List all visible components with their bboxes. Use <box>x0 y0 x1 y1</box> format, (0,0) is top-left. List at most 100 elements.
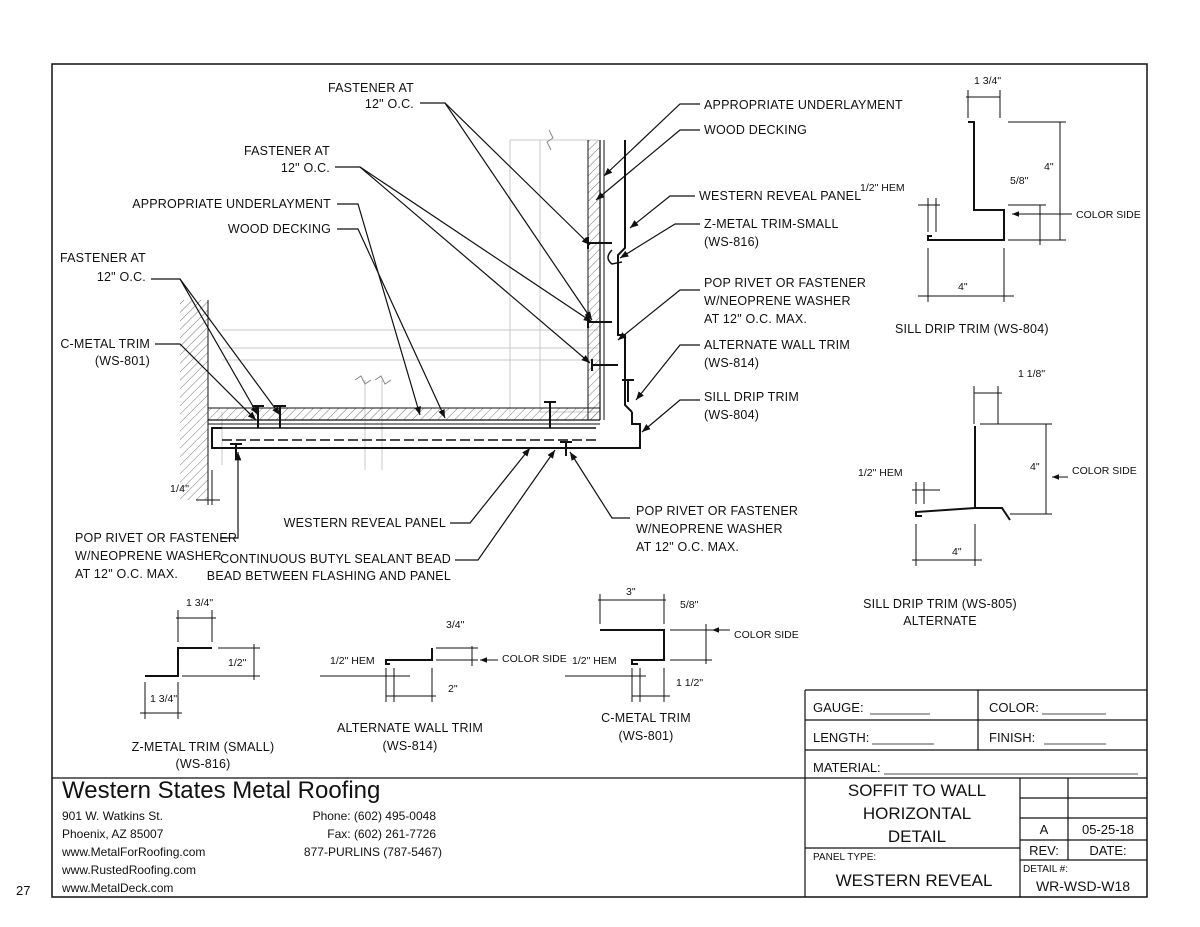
detail-c-metal-801: 3" 5/8" 1/2" HEM COLOR SIDE 1 1/2" C-MET… <box>565 586 799 743</box>
company-address-2: Phoenix, AZ 85007 <box>62 827 164 841</box>
sill-805-color-side: COLOR SIDE <box>1072 465 1137 477</box>
callout-fastener-top-1b: 12" O.C. <box>365 97 414 111</box>
company-info: Western States Metal Roofing 901 W. Watk… <box>61 777 442 895</box>
callout-pop-rivet-bottom-c: AT 12" O.C. MAX. <box>636 540 739 554</box>
wall-814-title-b: (WS-814) <box>382 739 437 753</box>
sill-804-color-side: COLOR SIDE <box>1076 209 1141 221</box>
title-block-text: GAUGE: COLOR: LENGTH: FINISH: MATERIAL: … <box>813 700 1134 894</box>
title-block <box>52 689 1147 897</box>
date-label: DATE: <box>1089 843 1126 858</box>
company-name: Western States Metal Roofing <box>62 777 380 804</box>
page-number: 27 <box>16 883 30 898</box>
detail-sill-drip-805: 1 1/8" 1/2" HEM COLOR SIDE 4" 4" SILL DR… <box>858 368 1137 628</box>
c-801-hem: 1/2" HEM <box>572 655 617 667</box>
callout-pop-rivet-bottom: POP RIVET OR FASTENER <box>636 504 798 518</box>
z-816-top-dim: 1 3/4" <box>186 597 213 609</box>
company-phone: Phone: (602) 495-0048 <box>313 809 437 823</box>
sill-804-height-dim: 4" <box>1044 161 1054 173</box>
sill-805-top-dim: 1 1/8" <box>1018 368 1045 380</box>
c-801-bottom-dim: 1 1/2" <box>676 677 703 689</box>
callout-wood-decking-left: WOOD DECKING <box>228 222 331 236</box>
detail-alt-wall-814: 1/2" HEM COLOR SIDE 3/4" 2" ALTERNATE WA… <box>320 619 567 753</box>
length-label: LENGTH: <box>813 730 869 745</box>
company-web-3: www.MetalDeck.com <box>61 881 173 895</box>
c-801-title-b: (WS-801) <box>618 729 673 743</box>
callout-fastener-top-2: FASTENER AT <box>244 144 330 158</box>
callout-pop-rivet-upper: POP RIVET OR FASTENER <box>704 276 866 290</box>
finish-label: FINISH: <box>989 730 1035 745</box>
wall-814-color-side: COLOR SIDE <box>502 653 567 665</box>
sill-805-title-b: ALTERNATE <box>903 614 977 628</box>
callout-z-metal-trim: Z-METAL TRIM-SMALL <box>704 217 839 231</box>
sill-805-width-dim: 4" <box>952 546 962 558</box>
callout-z-metal-trim-b: (WS-816) <box>704 235 759 249</box>
wall-814-width-dim: 2" <box>448 683 458 695</box>
callout-sill-drip-trim: SILL DRIP TRIM <box>704 390 799 404</box>
company-purlins: 877-PURLINS (787-5467) <box>304 845 442 859</box>
wall-814-title: ALTERNATE WALL TRIM <box>337 721 483 735</box>
company-fax: Fax: (602) 261-7726 <box>327 827 436 841</box>
drawing-title-1: SOFFIT TO WALL <box>848 781 986 800</box>
panel-type-label: PANEL TYPE: <box>813 852 876 863</box>
callout-pop-rivet-upper-c: AT 12" O.C. MAX. <box>704 312 807 326</box>
sill-805-height-dim: 4" <box>1030 461 1040 473</box>
callout-reveal-panel-right: WESTERN REVEAL PANEL <box>699 189 861 203</box>
callout-fastener-top-2b: 12" O.C. <box>281 161 330 175</box>
callout-butyl-sealant: CONTINUOUS BUTYL SEALANT BEAD <box>220 552 451 566</box>
callout-pop-rivet-bottom-b: W/NEOPRENE WASHER <box>636 522 783 536</box>
rev-value: A <box>1040 822 1049 837</box>
callout-pop-rivet-upper-b: W/NEOPRENE WASHER <box>704 294 851 308</box>
sill-804-top-dim: 1 3/4" <box>974 75 1001 87</box>
callout-labels: FASTENER AT 12" O.C. FASTENER AT 12" O.C… <box>60 81 903 583</box>
callout-pop-rivet-left: POP RIVET OR FASTENER <box>75 531 237 545</box>
sill-804-title: SILL DRIP TRIM (WS-804) <box>895 322 1049 336</box>
c-801-right-dim: 5/8" <box>680 599 699 611</box>
callout-pop-rivet-left-b: W/NEOPRENE WASHER <box>75 549 222 563</box>
c-801-color-side: COLOR SIDE <box>734 629 799 641</box>
callout-pop-rivet-left-c: AT 12" O.C. MAX. <box>75 567 178 581</box>
rev-label: REV: <box>1029 843 1059 858</box>
callout-fastener-top-1: FASTENER AT <box>328 81 414 95</box>
panel-type-value: WESTERN REVEAL <box>836 871 993 890</box>
z-816-height-dim: 1/2" <box>228 657 247 669</box>
callout-underlayment-right: APPROPRIATE UNDERLAYMENT <box>704 98 903 112</box>
callout-butyl-sealant-b: BEAD BETWEEN FLASHING AND PANEL <box>207 569 451 583</box>
gauge-label: GAUGE: <box>813 700 864 715</box>
c-801-title: C-METAL TRIM <box>601 711 691 725</box>
company-address-1: 901 W. Watkins St. <box>62 809 163 823</box>
detail-number-value: WR-WSD-W18 <box>1036 878 1130 894</box>
detail-sill-drip-804: 1 3/4" 1/2" HEM COLOR SIDE 4" 5/8" 4" SI… <box>860 75 1141 336</box>
callout-alt-wall-trim-b: (WS-814) <box>704 356 759 370</box>
drawing-title-2: HORIZONTAL <box>863 804 971 823</box>
main-section-detail <box>180 129 641 505</box>
leader-lines <box>151 102 700 561</box>
wall-814-hem: 1/2" HEM <box>330 655 375 667</box>
callout-alt-wall-trim: ALTERNATE WALL TRIM <box>704 338 850 352</box>
callout-quarter-dim: 1/4" <box>170 483 189 495</box>
sill-804-small-dim: 5/8" <box>1010 175 1029 187</box>
company-web-2: www.RustedRoofing.com <box>61 863 196 877</box>
callout-sill-drip-trim-b: (WS-804) <box>704 408 759 422</box>
callout-reveal-panel-bottom: WESTERN REVEAL PANEL <box>284 516 446 530</box>
callout-fastener-left-b: 12" O.C. <box>97 270 146 284</box>
callout-c-metal-trim-b: (WS-801) <box>95 354 150 368</box>
sill-804-hem: 1/2" HEM <box>860 182 905 194</box>
z-816-title-b: (WS-816) <box>175 757 230 771</box>
drawing-title-3: DETAIL <box>888 827 946 846</box>
color-label: COLOR: <box>989 700 1039 715</box>
callout-underlayment-left: APPROPRIATE UNDERLAYMENT <box>132 197 331 211</box>
sill-805-hem: 1/2" HEM <box>858 467 903 479</box>
wall-814-top-dim: 3/4" <box>446 619 465 631</box>
sill-805-title: SILL DRIP TRIM (WS-805) <box>863 597 1017 611</box>
z-816-title: Z-METAL TRIM (SMALL) <box>132 740 275 754</box>
detail-z-metal-816: 1 3/4" 1/2" 1 3/4" Z-METAL TRIM (SMALL) … <box>132 597 275 771</box>
callout-fastener-left: FASTENER AT <box>60 251 146 265</box>
c-801-top-dim: 3" <box>626 586 636 598</box>
sill-804-width-dim: 4" <box>958 281 968 293</box>
material-label: MATERIAL: <box>813 760 881 775</box>
callout-c-metal-trim: C-METAL TRIM <box>60 337 150 351</box>
date-value: 05-25-18 <box>1082 822 1134 837</box>
detail-number-label: DETAIL #: <box>1023 864 1068 875</box>
z-816-bottom-dim: 1 3/4" <box>150 693 177 705</box>
